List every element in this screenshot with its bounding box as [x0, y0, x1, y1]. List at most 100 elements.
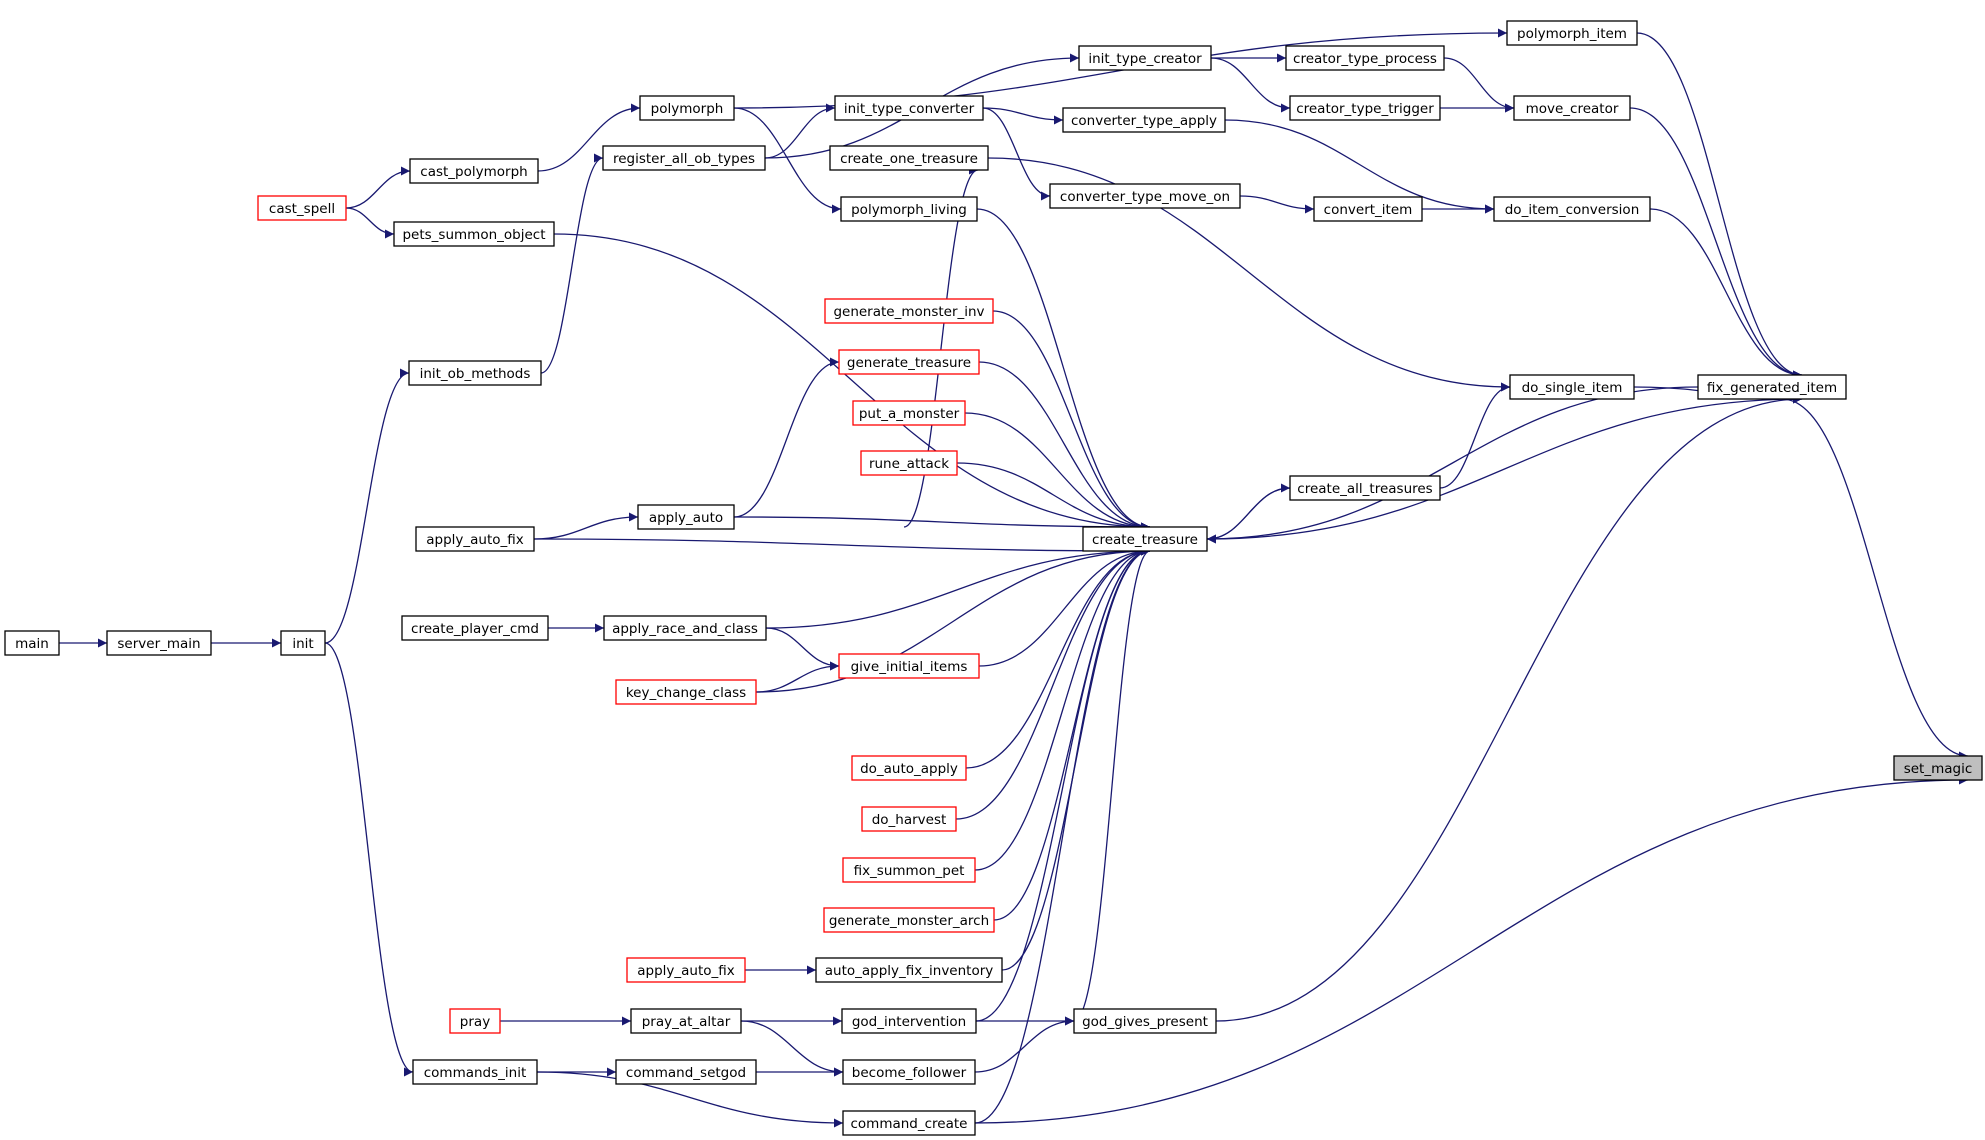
edge-create-treasure-to-fix-generated-item: [1206, 394, 1803, 540]
node-set-magic[interactable]: set_magic: [1893, 755, 1983, 781]
node-command-create[interactable]: command_create: [842, 1110, 976, 1136]
node-create-player-cmd[interactable]: create_player_cmd: [401, 615, 549, 641]
edge-init-type-creator-to-creator-type-trigger: [1210, 57, 1291, 113]
node-move-creator[interactable]: move_creator: [1513, 95, 1631, 121]
node-box: [860, 450, 958, 476]
edge-converter-type-move-on-to-convert-item: [1239, 195, 1315, 214]
node-convert-item[interactable]: convert_item: [1313, 196, 1423, 222]
node-init-type-creator[interactable]: init_type_creator: [1078, 45, 1212, 71]
node-box: [1082, 526, 1208, 552]
node-label: generate_monster_inv: [833, 304, 984, 320]
edge-apply-auto-to-create-treasure: [733, 516, 1151, 532]
node-do-auto-apply[interactable]: do_auto_apply: [851, 755, 967, 781]
edge-pets-summon-object-to-create-treasure: [553, 233, 1151, 532]
node-main[interactable]: main: [4, 630, 60, 656]
node-pray[interactable]: pray: [449, 1008, 501, 1034]
node-command-setgod[interactable]: command_setgod: [615, 1059, 757, 1085]
node-box: [1697, 374, 1847, 400]
edges-layer: [59, 28, 1969, 1128]
node-fix-summon-pet[interactable]: fix_summon_pet: [842, 857, 976, 883]
node-box: [1078, 45, 1212, 71]
node-create-all-treasures[interactable]: create_all_treasures: [1289, 475, 1441, 501]
edge-create-all-treasures-to-do-single-item: [1439, 382, 1511, 489]
node-label: apply_auto_fix: [637, 963, 735, 979]
node-apply-race-and-class[interactable]: apply_race_and_class: [603, 615, 767, 641]
node-box: [401, 615, 549, 641]
node-do-harvest[interactable]: do_harvest: [861, 806, 957, 832]
node-converter-type-move-on[interactable]: converter_type_move_on: [1049, 183, 1241, 209]
node-box: [824, 298, 994, 324]
node-register-all-ob-types[interactable]: register_all_ob_types: [602, 145, 766, 171]
node-label: converter_type_move_on: [1060, 189, 1230, 205]
node-box: [615, 1059, 757, 1085]
node-box: [639, 95, 735, 121]
node-box: [415, 526, 535, 552]
node-label: move_creator: [1526, 101, 1619, 117]
node-pets-summon-object[interactable]: pets_summon_object: [393, 221, 555, 247]
node-label: init_type_converter: [844, 101, 975, 117]
node-creator-type-trigger[interactable]: creator_type_trigger: [1289, 95, 1441, 121]
node-god-gives-present[interactable]: god_gives_present: [1073, 1008, 1217, 1034]
node-auto-apply-fix-inventory[interactable]: auto_apply_fix_inventory: [815, 957, 1003, 983]
node-label: init_type_creator: [1088, 51, 1202, 67]
node-give-initial-items[interactable]: give_initial_items: [838, 653, 980, 679]
node-put-a-monster[interactable]: put_a_monster: [852, 400, 966, 426]
edge-key-change-class-to-create-treasure: [755, 546, 1151, 693]
node-label: convert_item: [1324, 202, 1413, 218]
node-do-item-conversion[interactable]: do_item_conversion: [1493, 196, 1651, 222]
node-polymorph-living[interactable]: polymorph_living: [840, 196, 978, 222]
edge-command-create-to-create-treasure: [974, 546, 1151, 1124]
node-become-follower[interactable]: become_follower: [842, 1059, 976, 1085]
node-fix-generated-item[interactable]: fix_generated_item: [1697, 374, 1847, 400]
node-init-type-converter[interactable]: init_type_converter: [834, 95, 984, 121]
node-box: [829, 145, 989, 171]
node-box: [838, 653, 980, 679]
node-rune-attack[interactable]: rune_attack: [860, 450, 958, 476]
node-label: create_all_treasures: [1297, 481, 1432, 497]
node-box: [1509, 374, 1635, 400]
node-generate-monster-inv[interactable]: generate_monster_inv: [824, 298, 994, 324]
node-box: [630, 1008, 742, 1034]
node-polymorph[interactable]: polymorph: [639, 95, 735, 121]
node-label: init: [292, 636, 313, 652]
node-init-ob-methods[interactable]: init_ob_methods: [408, 360, 542, 386]
node-creator-type-process[interactable]: creator_type_process: [1285, 45, 1445, 71]
edge-give-initial-items-to-create-treasure: [978, 546, 1151, 667]
node-label: cast_spell: [269, 201, 335, 217]
node-commands-init[interactable]: commands_init: [412, 1059, 538, 1085]
node-cast-polymorph[interactable]: cast_polymorph: [409, 158, 539, 184]
node-generate-monster-arch[interactable]: generate_monster_arch: [823, 907, 995, 933]
node-pray-at-altar[interactable]: pray_at_altar: [630, 1008, 742, 1034]
node-polymorph-item[interactable]: polymorph_item: [1506, 20, 1638, 46]
node-init[interactable]: init: [280, 630, 326, 656]
node-label: apply_auto: [649, 510, 723, 526]
edge-init-to-commands-init: [324, 642, 414, 1077]
node-create-treasure[interactable]: create_treasure: [1082, 526, 1208, 552]
node-server-main[interactable]: server_main: [106, 630, 212, 656]
node-apply-auto-fix-1[interactable]: apply_auto_fix: [415, 526, 535, 552]
node-label: create_treasure: [1092, 532, 1198, 548]
node-apply-auto[interactable]: apply_auto: [637, 504, 735, 530]
edge-init-type-converter-to-converter-type-move-on: [982, 107, 1051, 201]
node-label: set_magic: [1904, 761, 1973, 777]
node-box: [1289, 95, 1441, 121]
edge-rune-attack-to-create-treasure: [956, 462, 1151, 532]
node-label: apply_auto_fix: [426, 532, 524, 548]
node-create-one-treasure[interactable]: create_one_treasure: [829, 145, 989, 171]
node-apply-auto-fix-2[interactable]: apply_auto_fix: [626, 957, 746, 983]
node-label: put_a_monster: [859, 406, 960, 422]
node-label: converter_type_apply: [1071, 113, 1217, 129]
node-converter-type-apply[interactable]: converter_type_apply: [1062, 107, 1226, 133]
node-box: [4, 630, 60, 656]
node-label: do_auto_apply: [860, 761, 958, 777]
node-box: [841, 1008, 977, 1034]
node-box: [842, 1110, 976, 1136]
node-key-change-class[interactable]: key_change_class: [615, 679, 757, 705]
node-god-intervention[interactable]: god_intervention: [841, 1008, 977, 1034]
node-cast-spell[interactable]: cast_spell: [257, 195, 347, 221]
edge-god-gives-present-to-fix-generated-item: [1215, 394, 1803, 1022]
node-generate-treasure[interactable]: generate_treasure: [838, 349, 980, 375]
node-do-single-item[interactable]: do_single_item: [1509, 374, 1635, 400]
edge-cast-spell-to-pets-summon-object: [345, 207, 395, 239]
